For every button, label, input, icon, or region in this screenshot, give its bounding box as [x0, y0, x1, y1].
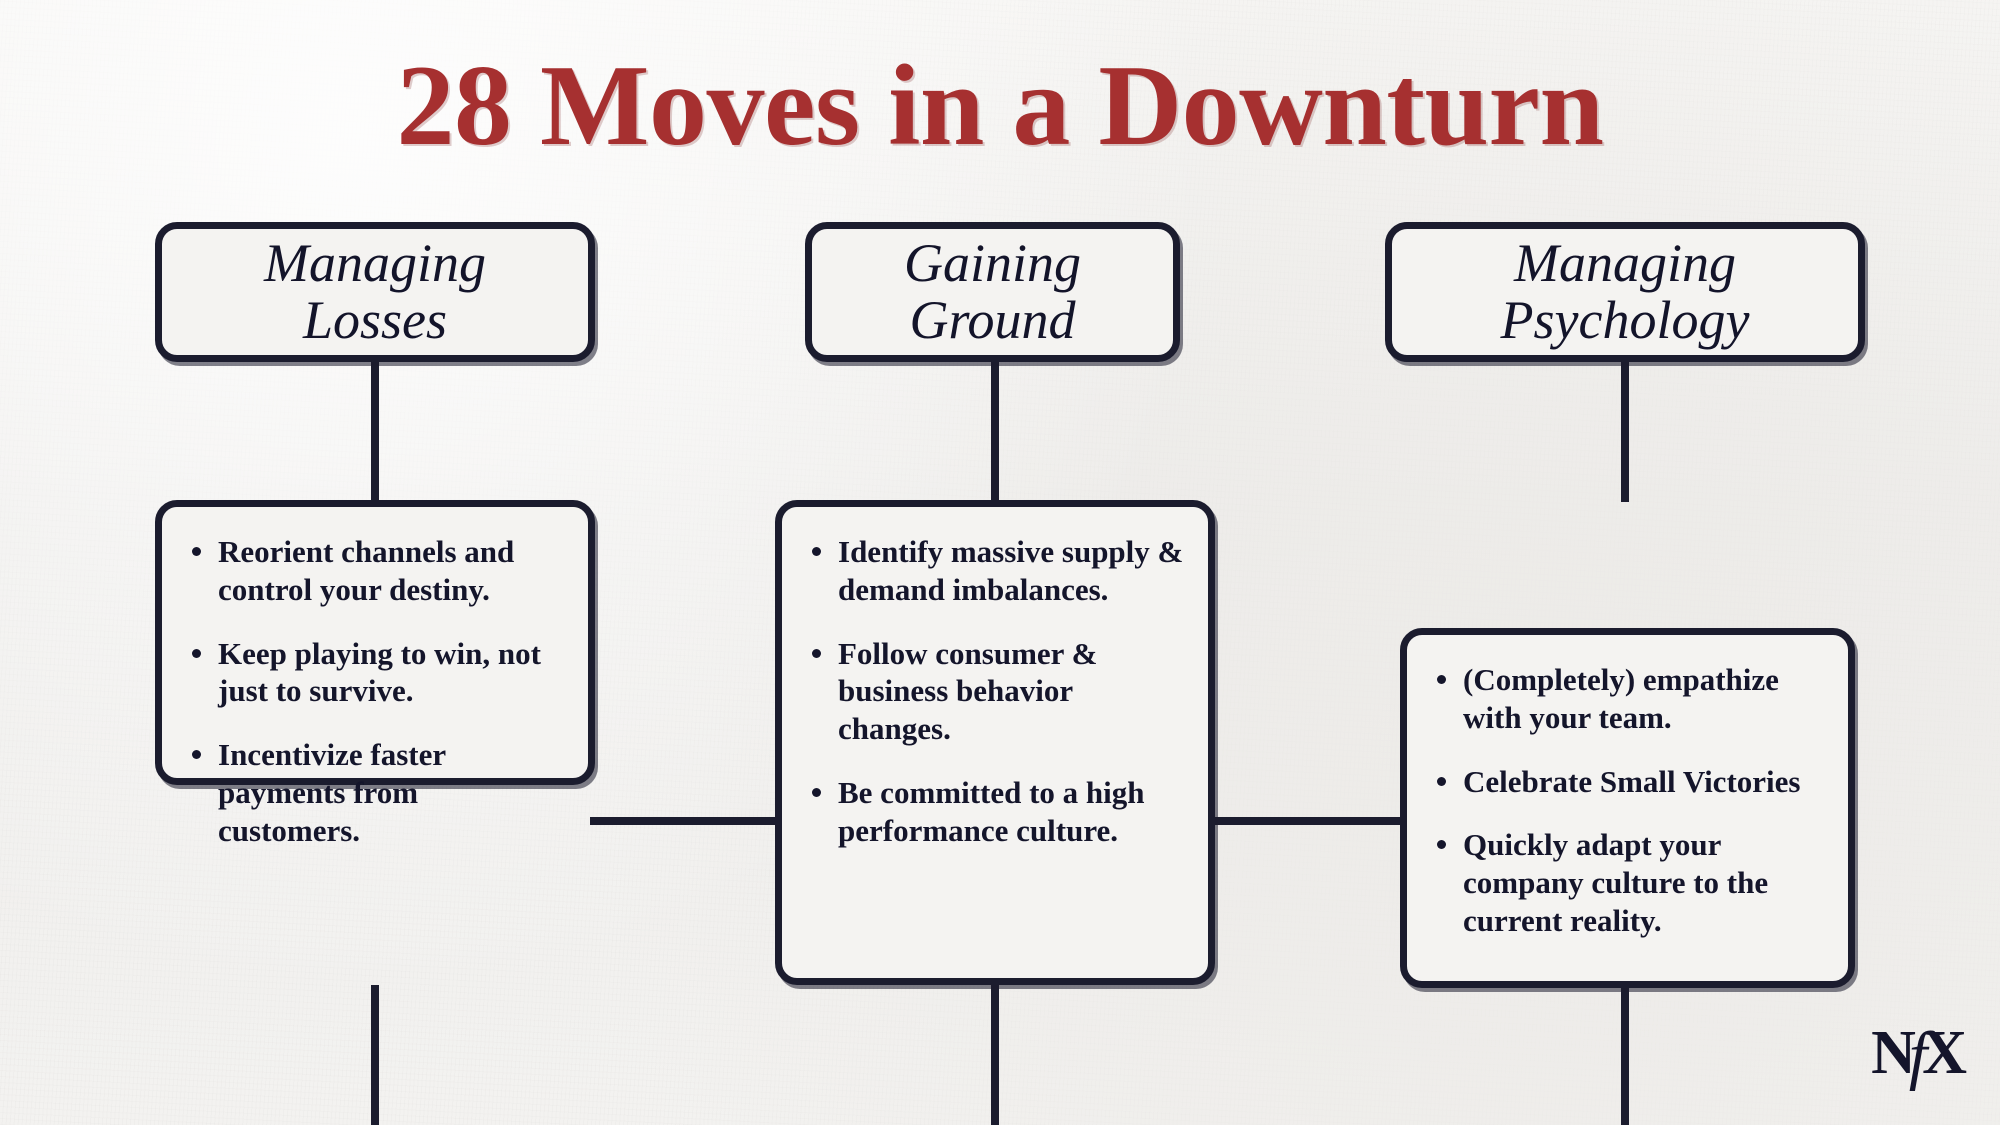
list-item-text: Keep playing to win, not just to survive…	[218, 635, 541, 709]
connector-vertical-col3-bottom	[1621, 985, 1629, 1125]
bullet-dot-icon	[1437, 675, 1446, 684]
list-item-text: Celebrate Small Victories	[1463, 763, 1801, 799]
bullet-list-managing-psychology: (Completely) empathize with your team. C…	[1433, 661, 1826, 940]
connector-vertical-col1-top	[371, 360, 379, 502]
nfx-logo-x: X	[1922, 1019, 1967, 1087]
connector-vertical-col1-bottom	[371, 985, 379, 1125]
connector-vertical-col2-top	[991, 360, 999, 502]
list-item-text: Be committed to a high performance cultu…	[838, 775, 1145, 848]
bullet-list-managing-losses: Reorient channels and control your desti…	[188, 533, 566, 850]
connector-horizontal-col2-col3	[1205, 817, 1410, 825]
list-box-gaining-ground[interactable]: Identify massive supply & demand imbalan…	[775, 500, 1215, 985]
header-label-gaining-ground: Gaining Ground	[903, 232, 1081, 350]
nfx-logo-f: f	[1908, 1019, 1927, 1092]
list-box-managing-losses[interactable]: Reorient channels and control your desti…	[155, 500, 595, 848]
list-item: Reorient channels and control your desti…	[188, 533, 566, 609]
connector-horizontal-col1-col2	[590, 817, 790, 825]
bullet-dot-icon	[812, 547, 821, 556]
list-item: Follow consumer & business behavior chan…	[808, 635, 1186, 748]
connector-vertical-col3-top	[1621, 360, 1629, 502]
list-item: Identify massive supply & demand imbalan…	[808, 533, 1186, 609]
list-item: Be committed to a high performance cultu…	[808, 774, 1186, 850]
bullet-dot-icon	[192, 750, 201, 760]
list-item: Celebrate Small Victories	[1433, 763, 1826, 801]
header-box-managing-psychology[interactable]: Managing Psychology	[1385, 222, 1865, 362]
list-item-text: (Completely) empathize with your team.	[1463, 662, 1779, 735]
header-box-gaining-ground[interactable]: Gaining Ground	[805, 222, 1180, 362]
bullet-dot-icon	[1437, 776, 1446, 786]
list-item: Incentivize faster payments from custome…	[188, 736, 566, 849]
list-item-text: Incentivize faster payments from custome…	[218, 737, 446, 848]
list-item: (Completely) empathize with your team.	[1433, 661, 1826, 737]
list-item-text: Identify massive supply & demand imbalan…	[838, 534, 1184, 607]
bullet-dot-icon	[812, 788, 821, 798]
connector-vertical-col2-bottom	[991, 985, 999, 1125]
bullet-dot-icon	[192, 547, 201, 556]
list-item: Keep playing to win, not just to survive…	[188, 635, 566, 711]
bullet-dot-icon	[192, 648, 201, 658]
page-title: 28 Moves in a Downturn	[396, 42, 1604, 170]
list-item-text: Follow consumer & business behavior chan…	[838, 635, 1098, 747]
bullet-dot-icon	[1437, 840, 1446, 850]
bullet-list-gaining-ground: Identify massive supply & demand imbalan…	[808, 533, 1186, 850]
header-label-managing-psychology: Managing Psychology	[1500, 232, 1750, 350]
bullet-dot-icon	[812, 648, 821, 658]
list-box-managing-psychology[interactable]: (Completely) empathize with your team. C…	[1400, 628, 1855, 988]
list-item-text: Quickly adapt your company culture to th…	[1463, 827, 1769, 939]
list-item-text: Reorient channels and control your desti…	[218, 534, 515, 607]
header-label-managing-losses: Managing Losses	[264, 232, 486, 350]
header-box-managing-losses[interactable]: Managing Losses	[155, 222, 595, 362]
list-item: Quickly adapt your company culture to th…	[1433, 826, 1826, 939]
